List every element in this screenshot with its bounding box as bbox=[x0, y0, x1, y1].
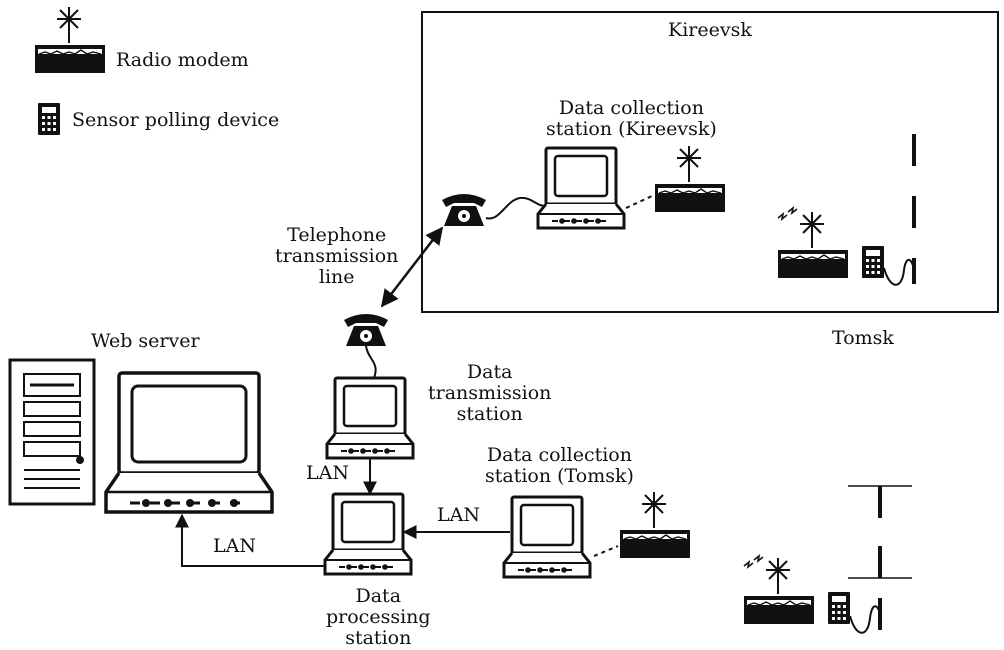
tomsk-radio-waves-icon bbox=[743, 555, 764, 568]
web-server-monitor-icon bbox=[104, 371, 274, 514]
data-processing-label: Data processing station bbox=[326, 585, 431, 649]
telephone-transmission-icon bbox=[344, 314, 388, 346]
telephone-kireevsk-icon bbox=[442, 194, 486, 226]
legend-sensor-label: Sensor polling device bbox=[72, 109, 280, 131]
telephone-line-arrow bbox=[380, 226, 444, 308]
dcs-kireevsk-label: Data collection station (Kireevsk) bbox=[546, 97, 717, 140]
dcs-tomsk-label: Data collection station (Tomsk) bbox=[485, 444, 634, 487]
kireevsk-region-label: Kireevsk bbox=[668, 19, 752, 41]
kireevsk-field-modem-icon bbox=[777, 211, 849, 279]
legend-radio-modem-label: Radio modem bbox=[116, 49, 249, 71]
data-transmission-computer-icon bbox=[325, 376, 415, 460]
web-server-label: Web server bbox=[91, 330, 200, 352]
dcs-kireevsk-computer-icon bbox=[536, 146, 626, 230]
kireevsk-region-frame bbox=[421, 11, 999, 313]
telephone-line-label: Telephone transmission line bbox=[275, 224, 399, 288]
dcs-tomsk-computer-icon bbox=[502, 495, 592, 579]
dcs-tomsk-modem-icon bbox=[619, 491, 691, 559]
kireevsk-sensor-device-icon bbox=[862, 246, 884, 278]
lan-label-processing-web: LAN bbox=[213, 535, 256, 557]
data-processing-computer-icon bbox=[323, 492, 413, 576]
lan-label-transmission-processing: LAN bbox=[306, 462, 349, 484]
lan-arrow-processing-to-web bbox=[175, 513, 325, 567]
tomsk-field-modem-icon bbox=[743, 557, 815, 625]
data-transmission-label: Data transmission station bbox=[428, 361, 552, 425]
web-server-tower-icon bbox=[8, 358, 96, 506]
tomsk-sensor-device-icon bbox=[828, 592, 850, 624]
kireevsk-radio-waves-icon bbox=[777, 207, 798, 220]
tomsk-boundary-marks bbox=[848, 485, 912, 630]
lan-label-tomsk-processing: LAN bbox=[437, 504, 480, 526]
dcs-kireevsk-modem-icon bbox=[654, 145, 726, 213]
legend-sensor-icon bbox=[38, 103, 60, 135]
legend-radio-modem-icon bbox=[34, 6, 106, 74]
tomsk-region-label: Tomsk bbox=[832, 327, 894, 349]
